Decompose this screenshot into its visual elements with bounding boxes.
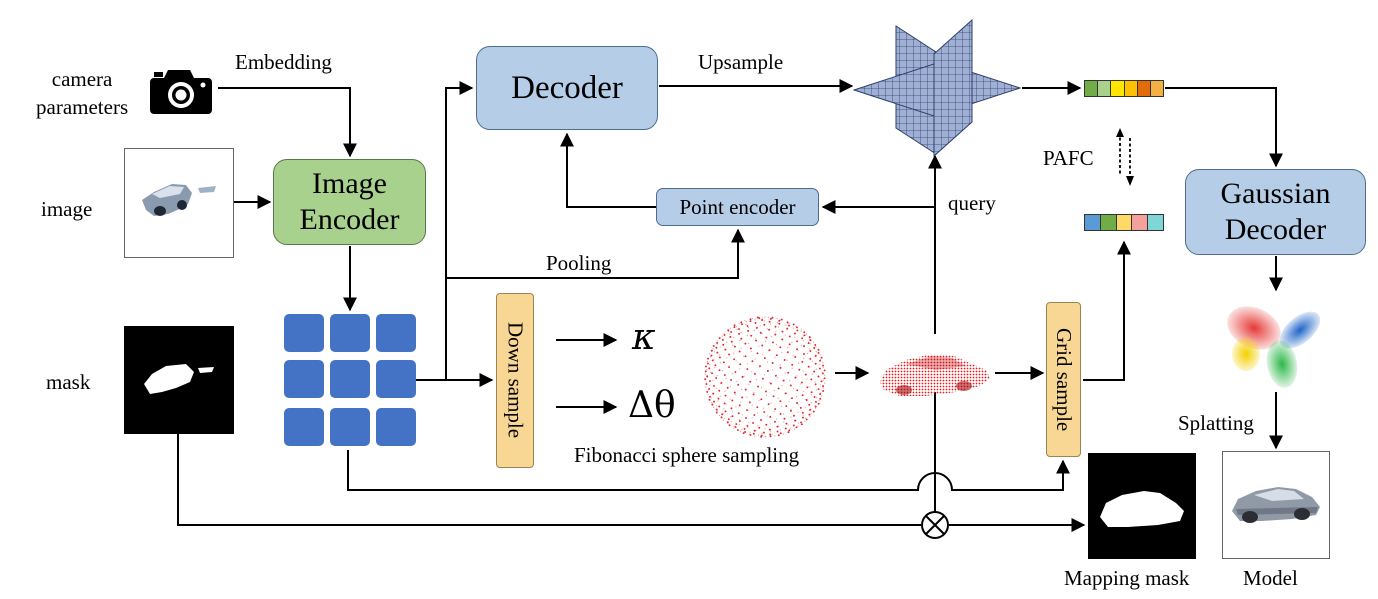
image-encoder-block: Image Encoder [273, 159, 426, 245]
arrow-pointenc-to-decoder [560, 132, 656, 208]
fibonacci-caption: Fibonacci sphere sampling [574, 443, 800, 467]
decoder-label: Decoder [511, 69, 623, 106]
camera-icon [150, 70, 212, 114]
grid-sample-label: Grid sample [1052, 327, 1076, 432]
gaussians-icon [1227, 306, 1321, 388]
mapping-mask-thumbnail [1088, 453, 1196, 559]
embedding-label: Embedding [235, 50, 332, 74]
gaussian-decoder-label: Gaussian Decoder [1220, 177, 1331, 246]
point-encoder-block: Point encoder [656, 188, 819, 226]
model-render-thumbnail [1222, 451, 1330, 559]
splatting-label: Splatting [1178, 411, 1254, 435]
arrow-camera-to-encoder [218, 87, 357, 158]
feature-grid-icon [284, 314, 416, 446]
image-encoder-label: Image Encoder [299, 167, 400, 236]
sampled-feature-vector [1084, 214, 1164, 231]
delta-theta-symbol: Δθ [628, 385, 676, 426]
upsample-label: Upsample [698, 50, 784, 74]
grid-sample-block: Grid sample [1046, 302, 1081, 457]
input-mask-thumbnail [124, 326, 234, 434]
multiply-icon [921, 511, 949, 539]
down-sample-block: Down sample [496, 293, 534, 468]
input-image-thumbnail [124, 148, 234, 258]
arrow-feature-to-gaussian [1165, 87, 1283, 168]
pooling-label: Pooling [546, 251, 612, 275]
query-label: query [948, 191, 996, 215]
point-encoder-label: Point encoder [679, 194, 796, 219]
pafc-arrows [1119, 132, 1131, 182]
triplane-icon [852, 18, 1022, 158]
image-label: image [41, 197, 93, 221]
arrow-pooling [446, 228, 745, 279]
triplane-feature-vector [1084, 80, 1164, 97]
sphere-points-icon [704, 316, 826, 438]
camera-parameters-label: camera parameters [36, 67, 129, 119]
gaussian-decoder-block: Gaussian Decoder [1185, 169, 1366, 255]
pafc-label: PAFC [1043, 146, 1094, 170]
mapping-mask-caption: Mapping mask [1064, 566, 1190, 590]
down-sample-label: Down sample [503, 322, 528, 439]
arrow-gridsample-to-feature [1083, 240, 1131, 381]
arrow-mask-to-multiply [177, 432, 921, 526]
arrow-grid-to-decoder [445, 81, 474, 380]
model-caption: Model [1243, 566, 1298, 590]
decoder-block: Decoder [476, 46, 658, 130]
mask-label: mask [46, 370, 91, 394]
kappa-symbol: κ [632, 317, 656, 358]
car-points-icon [880, 354, 990, 396]
